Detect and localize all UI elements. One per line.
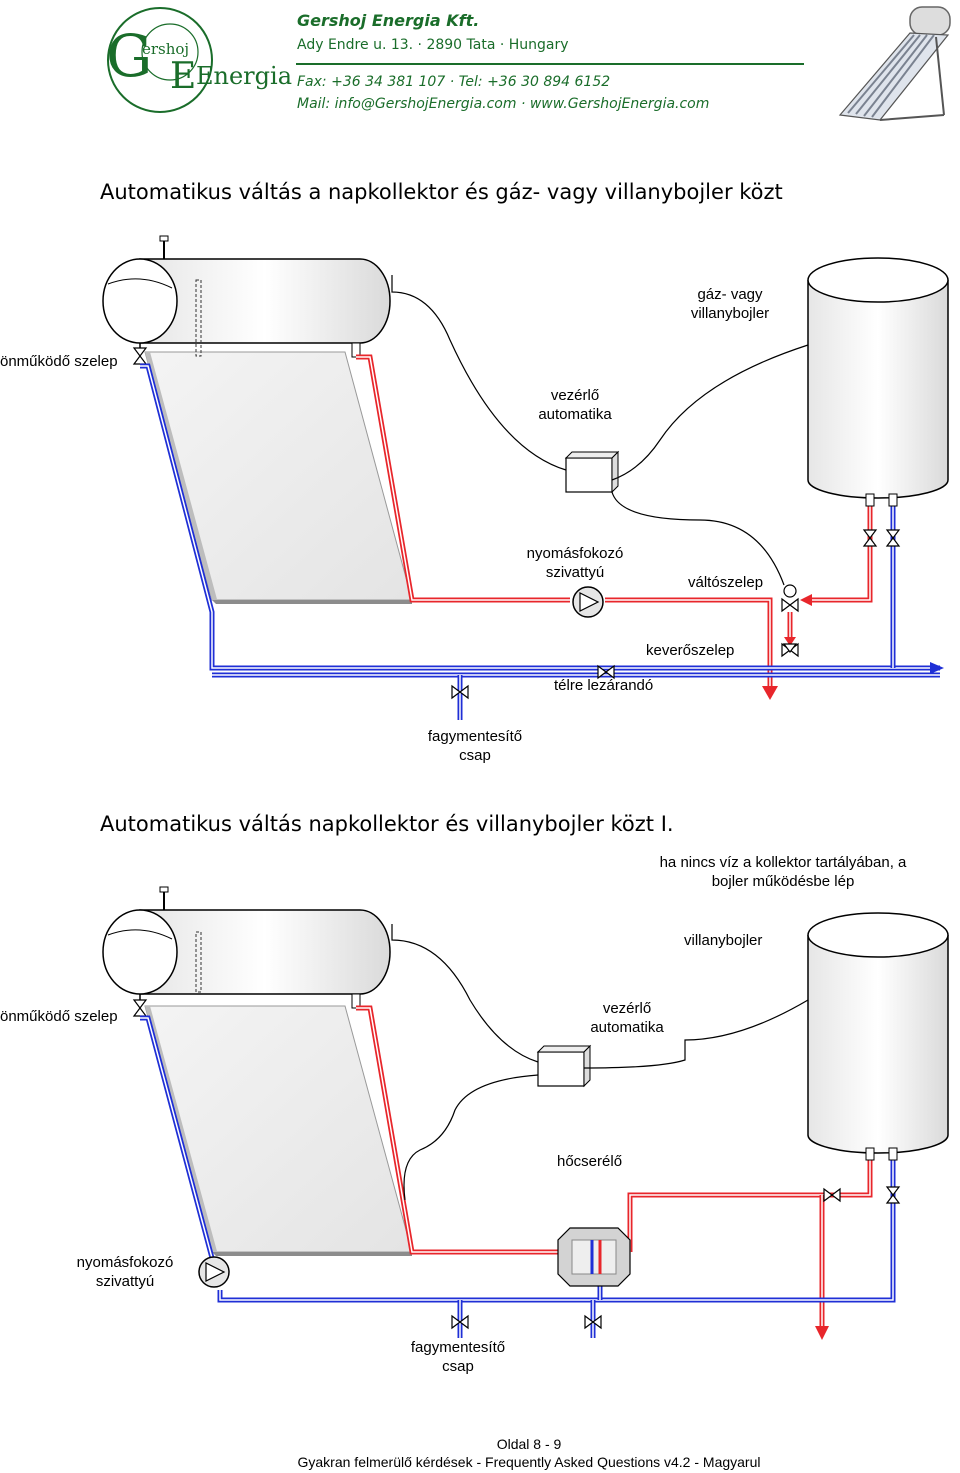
diagram2-drawing bbox=[102, 886, 949, 1340]
d2-label-boiler: villanybojler bbox=[684, 932, 763, 949]
collector-tank-2 bbox=[102, 886, 391, 1009]
d2-label-note: ha nincs víz a kollektor tartályában, a … bbox=[630, 853, 936, 891]
footer-doc-title: Gyakran felmerülő kérdések - Frequently … bbox=[297, 1454, 761, 1470]
d2-label-controller-l2: automatika bbox=[590, 1019, 664, 1036]
page-number: Oldal 8 - 9 bbox=[496, 1436, 562, 1452]
logo-text-top: ershoj bbox=[142, 40, 190, 58]
d2-label-heat-exchanger: hőcserélő bbox=[557, 1153, 623, 1170]
d1-label-frost-l1: fagymentesítő bbox=[427, 728, 523, 745]
d2-label-note-l2: bojler működésbe lép bbox=[711, 873, 855, 890]
d2-label-controller-l1: vezérlő bbox=[602, 1000, 652, 1017]
d2-label-relief-valve: önműködő szelep bbox=[0, 1008, 118, 1025]
diagram2-title: Automatikus váltás napkollektor és villa… bbox=[100, 812, 674, 836]
company-contacts: Mail: info@GershojEnergia.com · www.Gers… bbox=[297, 96, 710, 112]
d2-label-controller: vezérlő automatika bbox=[572, 999, 682, 1037]
d1-label-pump-l2: szivattyú bbox=[545, 564, 605, 581]
diagram1-drawing bbox=[102, 235, 949, 720]
d2-label-frost-l2: csap bbox=[442, 1358, 474, 1375]
d2-label-frost-l1: fagymentesítő bbox=[410, 1339, 506, 1356]
d1-label-switch-valve: váltószelep bbox=[688, 574, 764, 591]
d1-label-frost-l2: csap bbox=[459, 747, 491, 764]
d1-label-frost: fagymentesítő csap bbox=[410, 727, 540, 765]
d2-label-pump-l1: nyomásfokozó bbox=[76, 1254, 174, 1271]
boiler-2 bbox=[807, 912, 949, 1161]
d1-label-controller-l2: automatika bbox=[538, 406, 612, 423]
d2-label-note-l1: ha nincs víz a kollektor tartályában, a bbox=[659, 854, 907, 871]
diagram1-title: Automatikus váltás a napkollektor és gáz… bbox=[100, 180, 783, 204]
d1-label-relief-valve: önműködő szelep bbox=[0, 353, 118, 370]
company-name: Gershoj Energia Kft. bbox=[297, 11, 480, 30]
logo-letter-g: G bbox=[106, 22, 153, 90]
controller-1 bbox=[564, 450, 620, 494]
d1-label-boiler: gáz- vagy villanybojler bbox=[670, 285, 790, 323]
d1-label-pump: nyomásfokozó szivattyú bbox=[510, 544, 640, 582]
company-logo bbox=[107, 7, 213, 113]
controller-2 bbox=[536, 1044, 592, 1088]
company-phones: Fax: +36 34 381 107 · Tel: +36 30 894 61… bbox=[297, 74, 611, 90]
d1-label-controller: vezérlő automatika bbox=[520, 386, 630, 424]
logo-text-main: Energia bbox=[196, 62, 292, 90]
solar-heater-icon bbox=[838, 6, 951, 121]
company-address: Ady Endre u. 13. · 2890 Tata · Hungary bbox=[297, 37, 569, 53]
header-rule bbox=[296, 63, 804, 65]
logo-letter-e: E bbox=[170, 56, 197, 97]
collector-tank bbox=[102, 235, 391, 358]
boiler-1 bbox=[807, 257, 949, 507]
d1-label-boiler-l1: gáz- vagy bbox=[697, 286, 763, 303]
d2-label-pump: nyomásfokozó szivattyú bbox=[60, 1253, 190, 1291]
d1-label-pump-l1: nyomásfokozó bbox=[526, 545, 624, 562]
heat-exchanger bbox=[557, 1227, 631, 1287]
d1-label-controller-l1: vezérlő bbox=[550, 387, 600, 404]
d1-label-winter-close: télre lezárandó bbox=[554, 677, 654, 694]
d1-label-boiler-l2: villanybojler bbox=[690, 305, 770, 322]
d2-label-pump-l2: szivattyú bbox=[95, 1273, 155, 1290]
d1-label-mixing-valve: keverőszelep bbox=[646, 642, 735, 659]
d2-label-frost: fagymentesítő csap bbox=[393, 1338, 523, 1376]
